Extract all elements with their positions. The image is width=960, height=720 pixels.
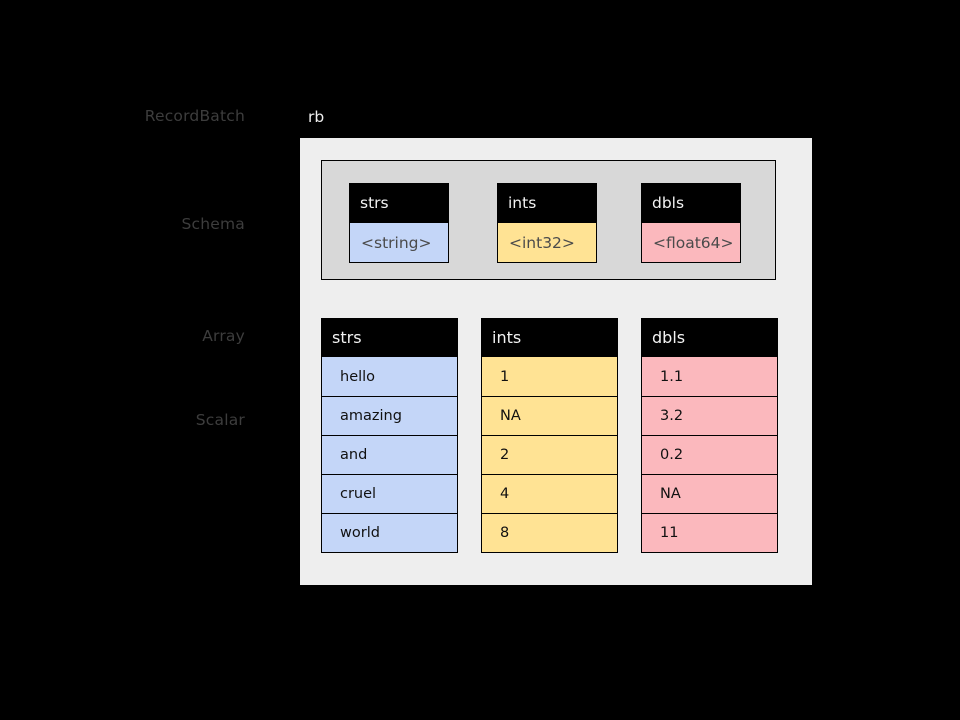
array-cell: cruel (322, 474, 457, 513)
array-cell: 1 (482, 357, 617, 396)
array-column-header: strs (321, 318, 458, 357)
schema-field-name: strs (349, 183, 449, 223)
arrow-shaft (277, 336, 311, 338)
array-cell: 8 (482, 513, 617, 552)
array-cell: NA (642, 474, 777, 513)
schema-field-name: ints (497, 183, 597, 223)
array-cell: 2 (482, 435, 617, 474)
annotation-label-scalar: Scalar (195, 411, 245, 429)
schema-field-strs: strs <string> (349, 183, 449, 263)
array-cell: amazing (322, 396, 457, 435)
recordbatch-caption: rb (308, 108, 325, 126)
schema-field-ints: ints <int32> (497, 183, 597, 263)
schema-field-name: dbls (641, 183, 741, 223)
recordbatch-container: strs <string> ints <int32> dbls <float64… (300, 138, 812, 585)
array-cell: 11 (642, 513, 777, 552)
array-cell: and (322, 435, 457, 474)
schema-field-dbls: dbls <float64> (641, 183, 741, 263)
array-cell: 3.2 (642, 396, 777, 435)
array-column-header: dbls (641, 318, 778, 357)
annotation-label-array: Array (202, 327, 245, 345)
array-cell: 1.1 (642, 357, 777, 396)
array-cell: 4 (482, 474, 617, 513)
schema-field-type: <int32> (497, 223, 597, 263)
array-column-header: ints (481, 318, 618, 357)
array-cell: world (322, 513, 457, 552)
schema-field-type: <string> (349, 223, 449, 263)
schema-box: strs <string> ints <int32> dbls <float64… (321, 160, 776, 280)
array-cell: hello (322, 357, 457, 396)
schema-field-type: <float64> (641, 223, 741, 263)
array-cell: 0.2 (642, 435, 777, 474)
annotation-label-recordbatch: RecordBatch (144, 107, 245, 125)
arrow-shaft (277, 221, 311, 223)
annotation-label-schema: Schema (181, 215, 245, 233)
array-cell: NA (482, 396, 617, 435)
